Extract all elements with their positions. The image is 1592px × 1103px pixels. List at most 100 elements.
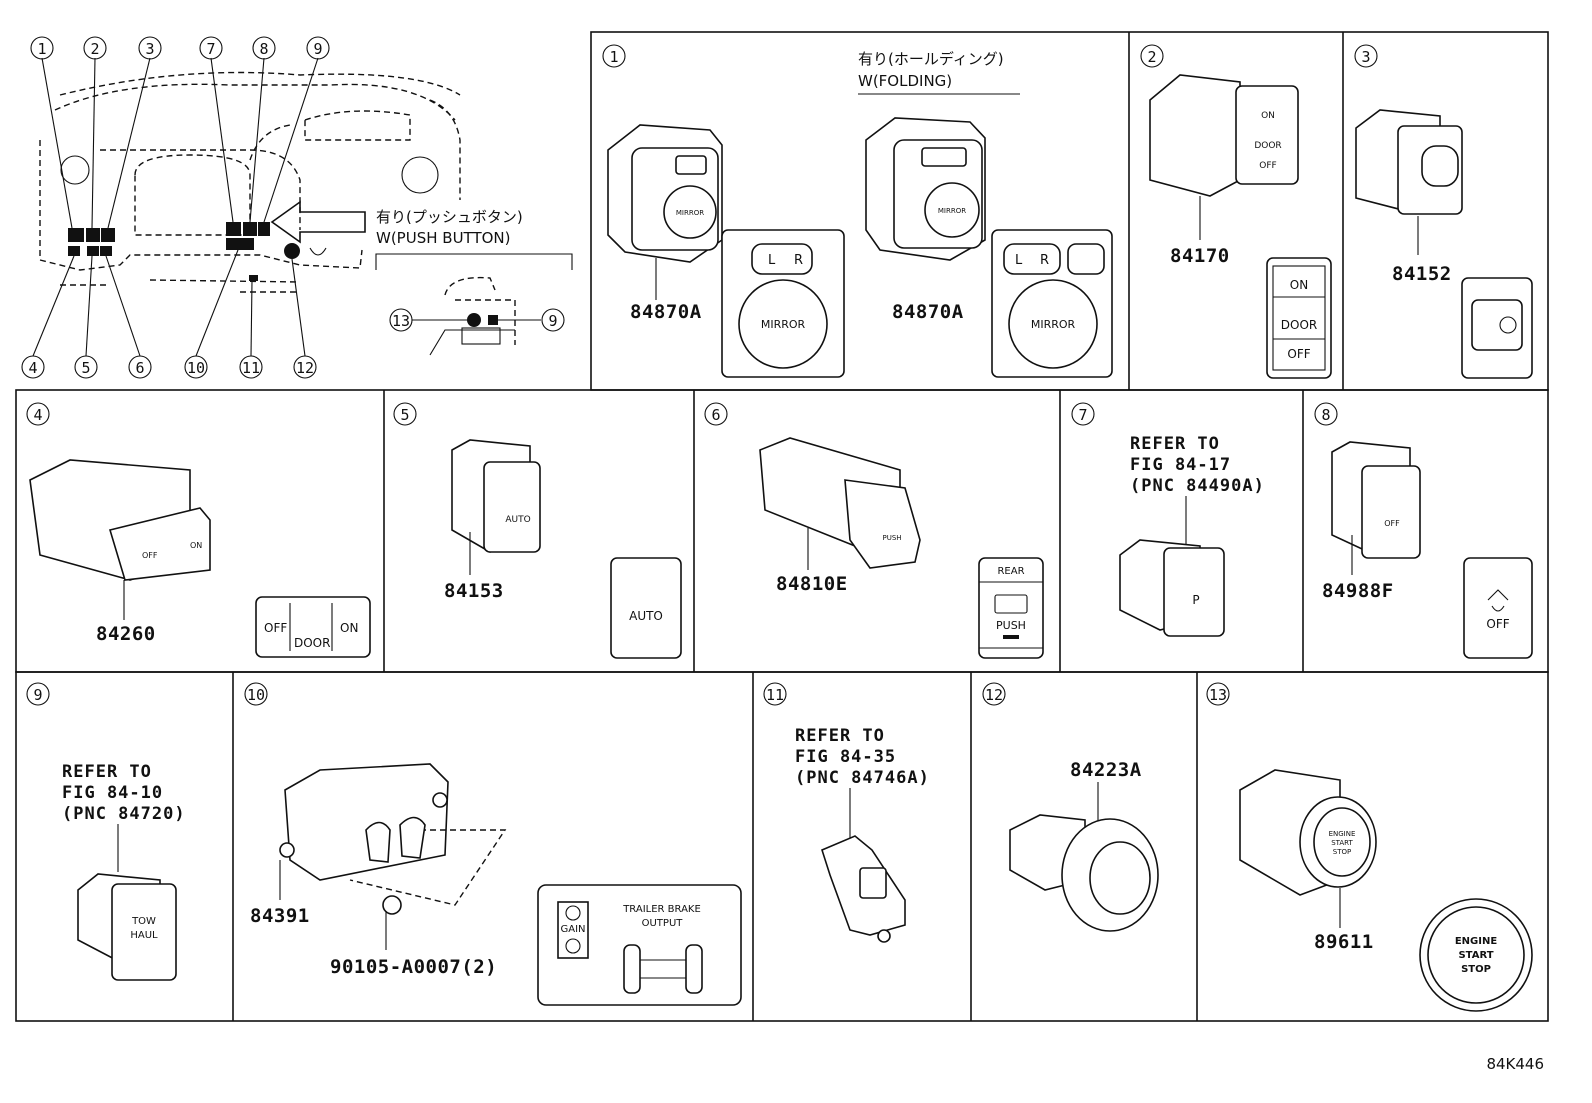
- svg-text:13: 13: [1209, 686, 1227, 704]
- figure-code: 84K446: [1486, 1055, 1544, 1073]
- svg-text:6: 6: [711, 406, 720, 424]
- part-number-84153: 84153: [444, 580, 504, 602]
- svg-text:2: 2: [90, 40, 99, 58]
- part-number-84988F: 84988F: [1322, 580, 1394, 602]
- svg-text:ON: ON: [340, 621, 358, 635]
- folding-label-en: W(FOLDING): [858, 72, 952, 90]
- panel-5-auto-switch: 5 AUTO 84153 AUTO: [393, 402, 682, 659]
- refer-line-3: (PNC 84490A): [1130, 476, 1265, 496]
- svg-text:13: 13: [392, 312, 410, 330]
- svg-text:OFF: OFF: [1384, 519, 1400, 528]
- svg-text:PUSH: PUSH: [882, 534, 901, 542]
- svg-text:OFF: OFF: [1287, 347, 1310, 361]
- svg-text:10: 10: [247, 686, 265, 704]
- svg-text:9: 9: [313, 40, 322, 58]
- svg-text:PUSH: PUSH: [996, 619, 1026, 632]
- svg-text:OFF: OFF: [142, 551, 158, 560]
- svg-text:TRAILER BRAKE: TRAILER BRAKE: [622, 904, 701, 915]
- dashboard-overview: 有り(プッシュボタン) W(PUSH BUTTON): [32, 57, 573, 357]
- svg-text:OUTPUT: OUTPUT: [642, 918, 684, 929]
- svg-text:DOOR: DOOR: [1281, 318, 1317, 332]
- panel-9-tow-haul: 9 REFER TO FIG 84-10 (PNC 84720) TOW HAU…: [26, 682, 186, 981]
- svg-text:AUTO: AUTO: [629, 609, 663, 623]
- svg-text:5: 5: [81, 359, 90, 377]
- svg-text:4: 4: [33, 406, 42, 424]
- svg-text:1: 1: [609, 48, 618, 66]
- svg-text:REAR: REAR: [997, 566, 1024, 577]
- panel-1-mirror-switch: 1 有り(ホールディング) W(FOLDING) MIRROR 84870A L…: [602, 44, 1113, 378]
- panel-13-engine-start: 13 ENGINE START STOP 89611 ENGINE START …: [1206, 682, 1533, 1012]
- svg-text:MIRROR: MIRROR: [676, 209, 704, 217]
- refer-line-1: REFER TO: [1130, 434, 1220, 454]
- part-number-89611: 89611: [1314, 931, 1374, 953]
- svg-text:12: 12: [985, 686, 1003, 704]
- part-number-84260: 84260: [96, 623, 156, 645]
- panel-4-door-switch: 4 OFF ON 84260 OFF DOOR ON: [26, 402, 371, 658]
- part-number-84391: 84391: [250, 905, 310, 927]
- panel-3-switch: 3 84152: [1354, 44, 1533, 379]
- panel-6-rear-switch: 6 PUSH 84810E REAR PUSH: [704, 402, 1044, 659]
- svg-text:P: P: [1192, 593, 1199, 607]
- svg-text:OFF: OFF: [264, 621, 287, 635]
- panel-10-trailer-brake: 10 84391 90105-A0007(2) GAIN TRAILER BRA…: [244, 682, 742, 1006]
- part-number-84870A-a: 84870A: [630, 301, 702, 323]
- panel-grid: [15, 31, 1549, 1022]
- svg-text:11: 11: [766, 686, 784, 704]
- panel-8-switch: 8 OFF 84988F OFF: [1314, 402, 1533, 659]
- refer-line-3: (PNC 84720): [62, 804, 186, 824]
- refer-line-1: REFER TO: [62, 762, 152, 782]
- svg-text:9: 9: [548, 312, 557, 330]
- svg-text:ENGINE: ENGINE: [1455, 936, 1497, 947]
- svg-text:11: 11: [242, 359, 260, 377]
- part-number-84810E: 84810E: [776, 573, 848, 595]
- panel-2-door-switch: 2 ON DOOR OFF 84170 ON DOOR OFF: [1140, 44, 1332, 379]
- part-number-84223A: 84223A: [1070, 759, 1142, 781]
- svg-text:OFF: OFF: [1259, 161, 1276, 171]
- svg-text:STOP: STOP: [1461, 964, 1491, 975]
- svg-text:1: 1: [37, 40, 46, 58]
- svg-text:DOOR: DOOR: [1254, 141, 1281, 151]
- svg-text:L: L: [1015, 253, 1023, 268]
- svg-text:HAUL: HAUL: [130, 930, 158, 941]
- svg-text:L: L: [768, 253, 776, 268]
- svg-text:ON: ON: [1290, 278, 1308, 292]
- refer-line-3: (PNC 84746A): [795, 768, 930, 788]
- svg-text:ON: ON: [1261, 111, 1275, 121]
- svg-text:START: START: [1458, 950, 1493, 961]
- svg-text:8: 8: [1321, 406, 1330, 424]
- push-button-label-en: W(PUSH BUTTON): [376, 229, 511, 247]
- svg-text:OFF: OFF: [1486, 617, 1509, 631]
- svg-text:R: R: [1040, 253, 1049, 268]
- svg-text:GAIN: GAIN: [560, 924, 585, 935]
- svg-text:AUTO: AUTO: [505, 515, 530, 525]
- svg-text:MIRROR: MIRROR: [938, 207, 966, 215]
- push-button-label-jp: 有り(プッシュボタン): [376, 208, 523, 226]
- svg-text:STOP: STOP: [1333, 848, 1351, 856]
- refer-line-2: FIG 84-35: [795, 747, 896, 767]
- folding-label-jp: 有り(ホールディング): [858, 50, 1004, 68]
- svg-text:6: 6: [135, 359, 144, 377]
- svg-text:5: 5: [400, 406, 409, 424]
- part-number-84870A-b: 84870A: [892, 301, 964, 323]
- refer-line-1: REFER TO: [795, 726, 885, 746]
- part-number-84170: 84170: [1170, 245, 1230, 267]
- panel-11-refer: 11 REFER TO FIG 84-35 (PNC 84746A): [763, 682, 930, 943]
- refer-line-2: FIG 84-17: [1130, 455, 1231, 475]
- svg-text:7: 7: [206, 40, 215, 58]
- svg-text:10: 10: [187, 359, 205, 377]
- bolt-number: 90105-A0007(2): [330, 956, 497, 978]
- svg-text:R: R: [794, 253, 803, 268]
- svg-text:3: 3: [145, 40, 154, 58]
- svg-text:8: 8: [259, 40, 268, 58]
- svg-text:2: 2: [1147, 48, 1156, 66]
- part-number-84152: 84152: [1392, 263, 1452, 285]
- refer-line-2: FIG 84-10: [62, 783, 163, 803]
- svg-text:3: 3: [1361, 48, 1370, 66]
- panel-7-refer: 7 REFER TO FIG 84-17 (PNC 84490A) P: [1071, 402, 1265, 637]
- panel-12-knob: 12 84223A: [982, 682, 1159, 932]
- svg-text:DOOR: DOOR: [294, 636, 330, 650]
- svg-text:START: START: [1331, 839, 1353, 847]
- svg-text:TOW: TOW: [131, 916, 156, 927]
- svg-text:9: 9: [33, 686, 42, 704]
